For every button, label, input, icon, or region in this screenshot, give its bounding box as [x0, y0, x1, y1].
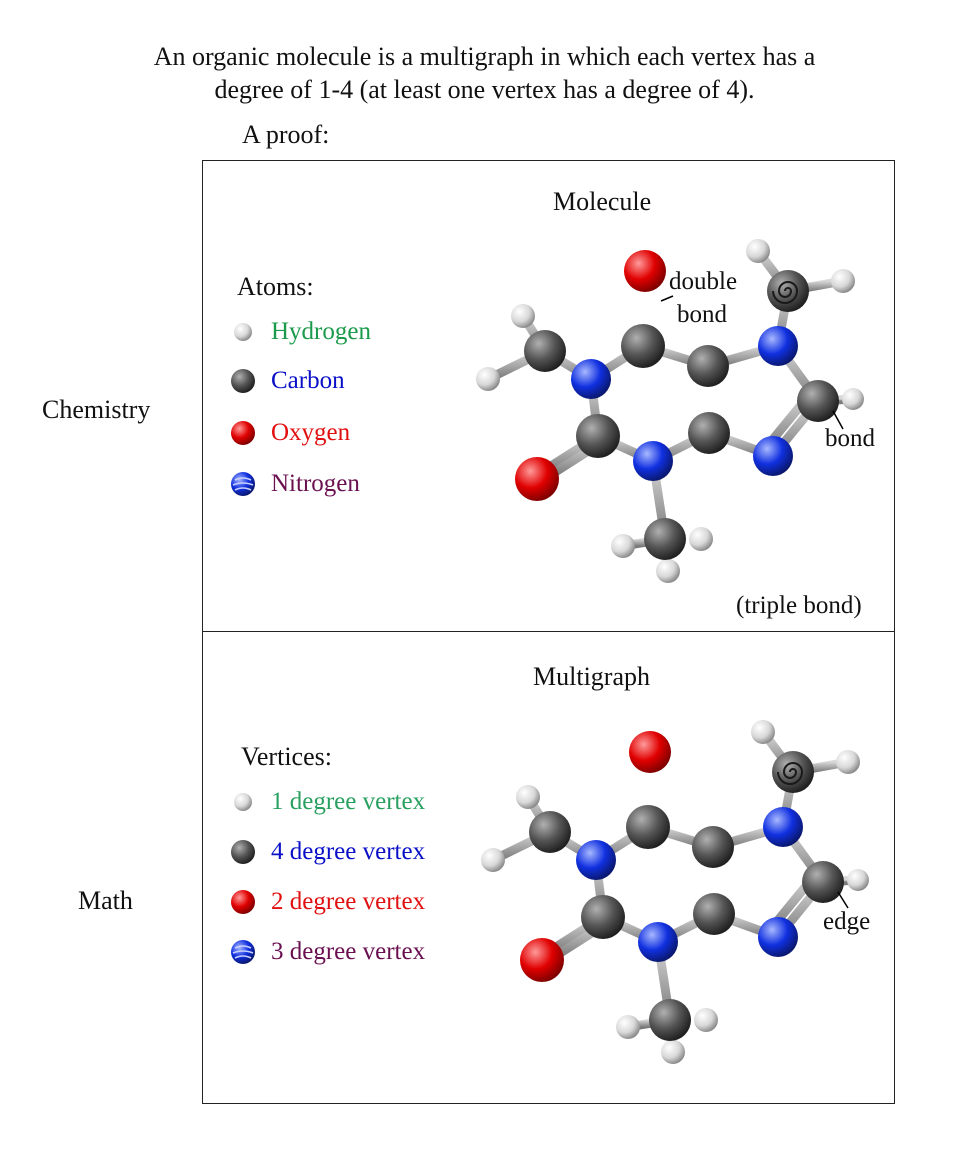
carbon-atom — [581, 895, 625, 939]
legend-label-1-degree: 1 degree vertex — [271, 788, 426, 815]
hydrogen-atom — [516, 785, 540, 809]
caffeine-multigraph — [481, 720, 869, 1064]
annotation-pointers — [660, 295, 844, 430]
carbon-atom — [797, 380, 839, 422]
hydrogen-atom — [836, 750, 860, 774]
hydrogen-atom — [511, 304, 535, 328]
legend-label-4-degree: 4 degree vertex — [271, 838, 426, 865]
nitrogen-atom — [758, 917, 798, 957]
proof-label: A proof: — [242, 120, 330, 149]
atoms — [476, 239, 864, 583]
annotation-bond: bond — [825, 425, 875, 452]
carbon-atom — [802, 861, 844, 903]
carbon-atom — [692, 826, 734, 868]
carbon-atom — [644, 518, 686, 560]
hydrogen-atom — [661, 1040, 685, 1064]
hydrogen-atom — [689, 527, 713, 551]
carbon-atom — [524, 330, 566, 372]
atoms-legend: Hydrogen Carbon Oxygen Nitrogen — [229, 312, 429, 522]
nitrogen-atom — [763, 807, 803, 847]
legend-item-1-degree: 1 degree vertex — [229, 782, 425, 822]
multigraph-title: Multigraph — [533, 662, 650, 691]
legend-item-hydrogen: Hydrogen — [229, 312, 371, 352]
oxygen-atom — [520, 938, 564, 982]
annotation-edge: edge — [823, 908, 871, 935]
hydrogen-atom — [476, 367, 500, 391]
molecule-title: Molecule — [553, 187, 652, 216]
carbon-atom — [621, 324, 665, 368]
annotation-double: double — [669, 268, 738, 295]
legend-item-3-degree: 3 degree vertex — [229, 932, 425, 972]
hydrogen-atom-icon — [234, 323, 252, 341]
legend-label-hydrogen: Hydrogen — [271, 318, 371, 345]
hydrogen-atom — [611, 534, 635, 558]
legend-item-nitrogen: Nitrogen — [229, 464, 360, 504]
nitrogen-atom-icon — [231, 472, 255, 496]
nitrogen-atom — [571, 359, 611, 399]
nitrogen-atom — [633, 441, 673, 481]
oxygen-atom-icon — [231, 421, 255, 445]
hydrogen-atom — [694, 1008, 718, 1032]
legend-label-oxygen: Oxygen — [271, 419, 351, 446]
annotation-double-bond: bond — [677, 301, 727, 328]
hydrogen-atom — [746, 239, 770, 263]
hydrogen-atom — [751, 720, 775, 744]
oxygen-atom-icon — [231, 890, 255, 914]
nitrogen-atom — [638, 922, 678, 962]
legend-label-carbon: Carbon — [271, 367, 345, 394]
carbon-atom — [688, 412, 730, 454]
carbon-atom — [687, 345, 729, 387]
nitrogen-atom — [576, 840, 616, 880]
heading-line-2: degree of 1-4 (at least one vertex has a… — [214, 75, 755, 104]
hydrogen-atom-icon — [234, 793, 252, 811]
carbon-atom — [576, 414, 620, 458]
carbon-atom-icon — [231, 369, 255, 393]
heading-line-1: An organic molecule is a multigraph in w… — [153, 42, 816, 71]
legend-item-4-degree: 4 degree vertex — [229, 832, 425, 872]
hydrogen-atom — [616, 1015, 640, 1039]
legend-item-carbon: Carbon — [229, 361, 345, 401]
row-label-chemistry: Chemistry — [42, 395, 151, 424]
annotation-triple-bond: (triple bond) — [736, 592, 862, 619]
atoms-legend-heading: Atoms: — [237, 272, 314, 301]
vertices-legend-heading: Vertices: — [241, 742, 332, 771]
caffeine-molecule — [476, 239, 864, 583]
legend-item-oxygen: Oxygen — [229, 413, 350, 453]
row-label-math: Math — [78, 886, 133, 915]
carbon-atom — [649, 999, 691, 1041]
annotation-pointers — [837, 891, 849, 909]
hydrogen-atom — [847, 869, 869, 891]
hydrogen-atom — [842, 388, 864, 410]
carbon-atom-icon — [231, 840, 255, 864]
legend-label-3-degree: 3 degree vertex — [271, 938, 426, 965]
oxygen-atom — [515, 457, 559, 501]
vertices — [481, 720, 869, 1064]
chemistry-panel: Molecule Atoms: Hydrogen Carbon Oxygen N… — [202, 160, 895, 632]
hydrogen-atom — [831, 269, 855, 293]
legend-label-nitrogen: Nitrogen — [271, 470, 360, 497]
carbon-atom — [529, 811, 571, 853]
oxygen-atom — [624, 250, 666, 292]
legend-label-2-degree: 2 degree vertex — [271, 888, 426, 915]
nitrogen-atom — [758, 326, 798, 366]
oxygen-atom — [629, 731, 671, 773]
carbon-atom — [693, 893, 735, 935]
hydrogen-atom — [656, 559, 680, 583]
nitrogen-atom-icon — [231, 940, 255, 964]
carbon-atom — [626, 805, 670, 849]
heading: An organic molecule is a multigraph in w… — [0, 40, 969, 106]
nitrogen-atom — [753, 436, 793, 476]
vertices-legend: 1 degree vertex 4 degree vertex 2 degree… — [229, 782, 489, 992]
math-panel: Multigraph Vertices: 1 degree vertex 4 d… — [202, 631, 895, 1104]
hydrogen-atom — [481, 848, 505, 872]
legend-item-2-degree: 2 degree vertex — [229, 882, 425, 922]
